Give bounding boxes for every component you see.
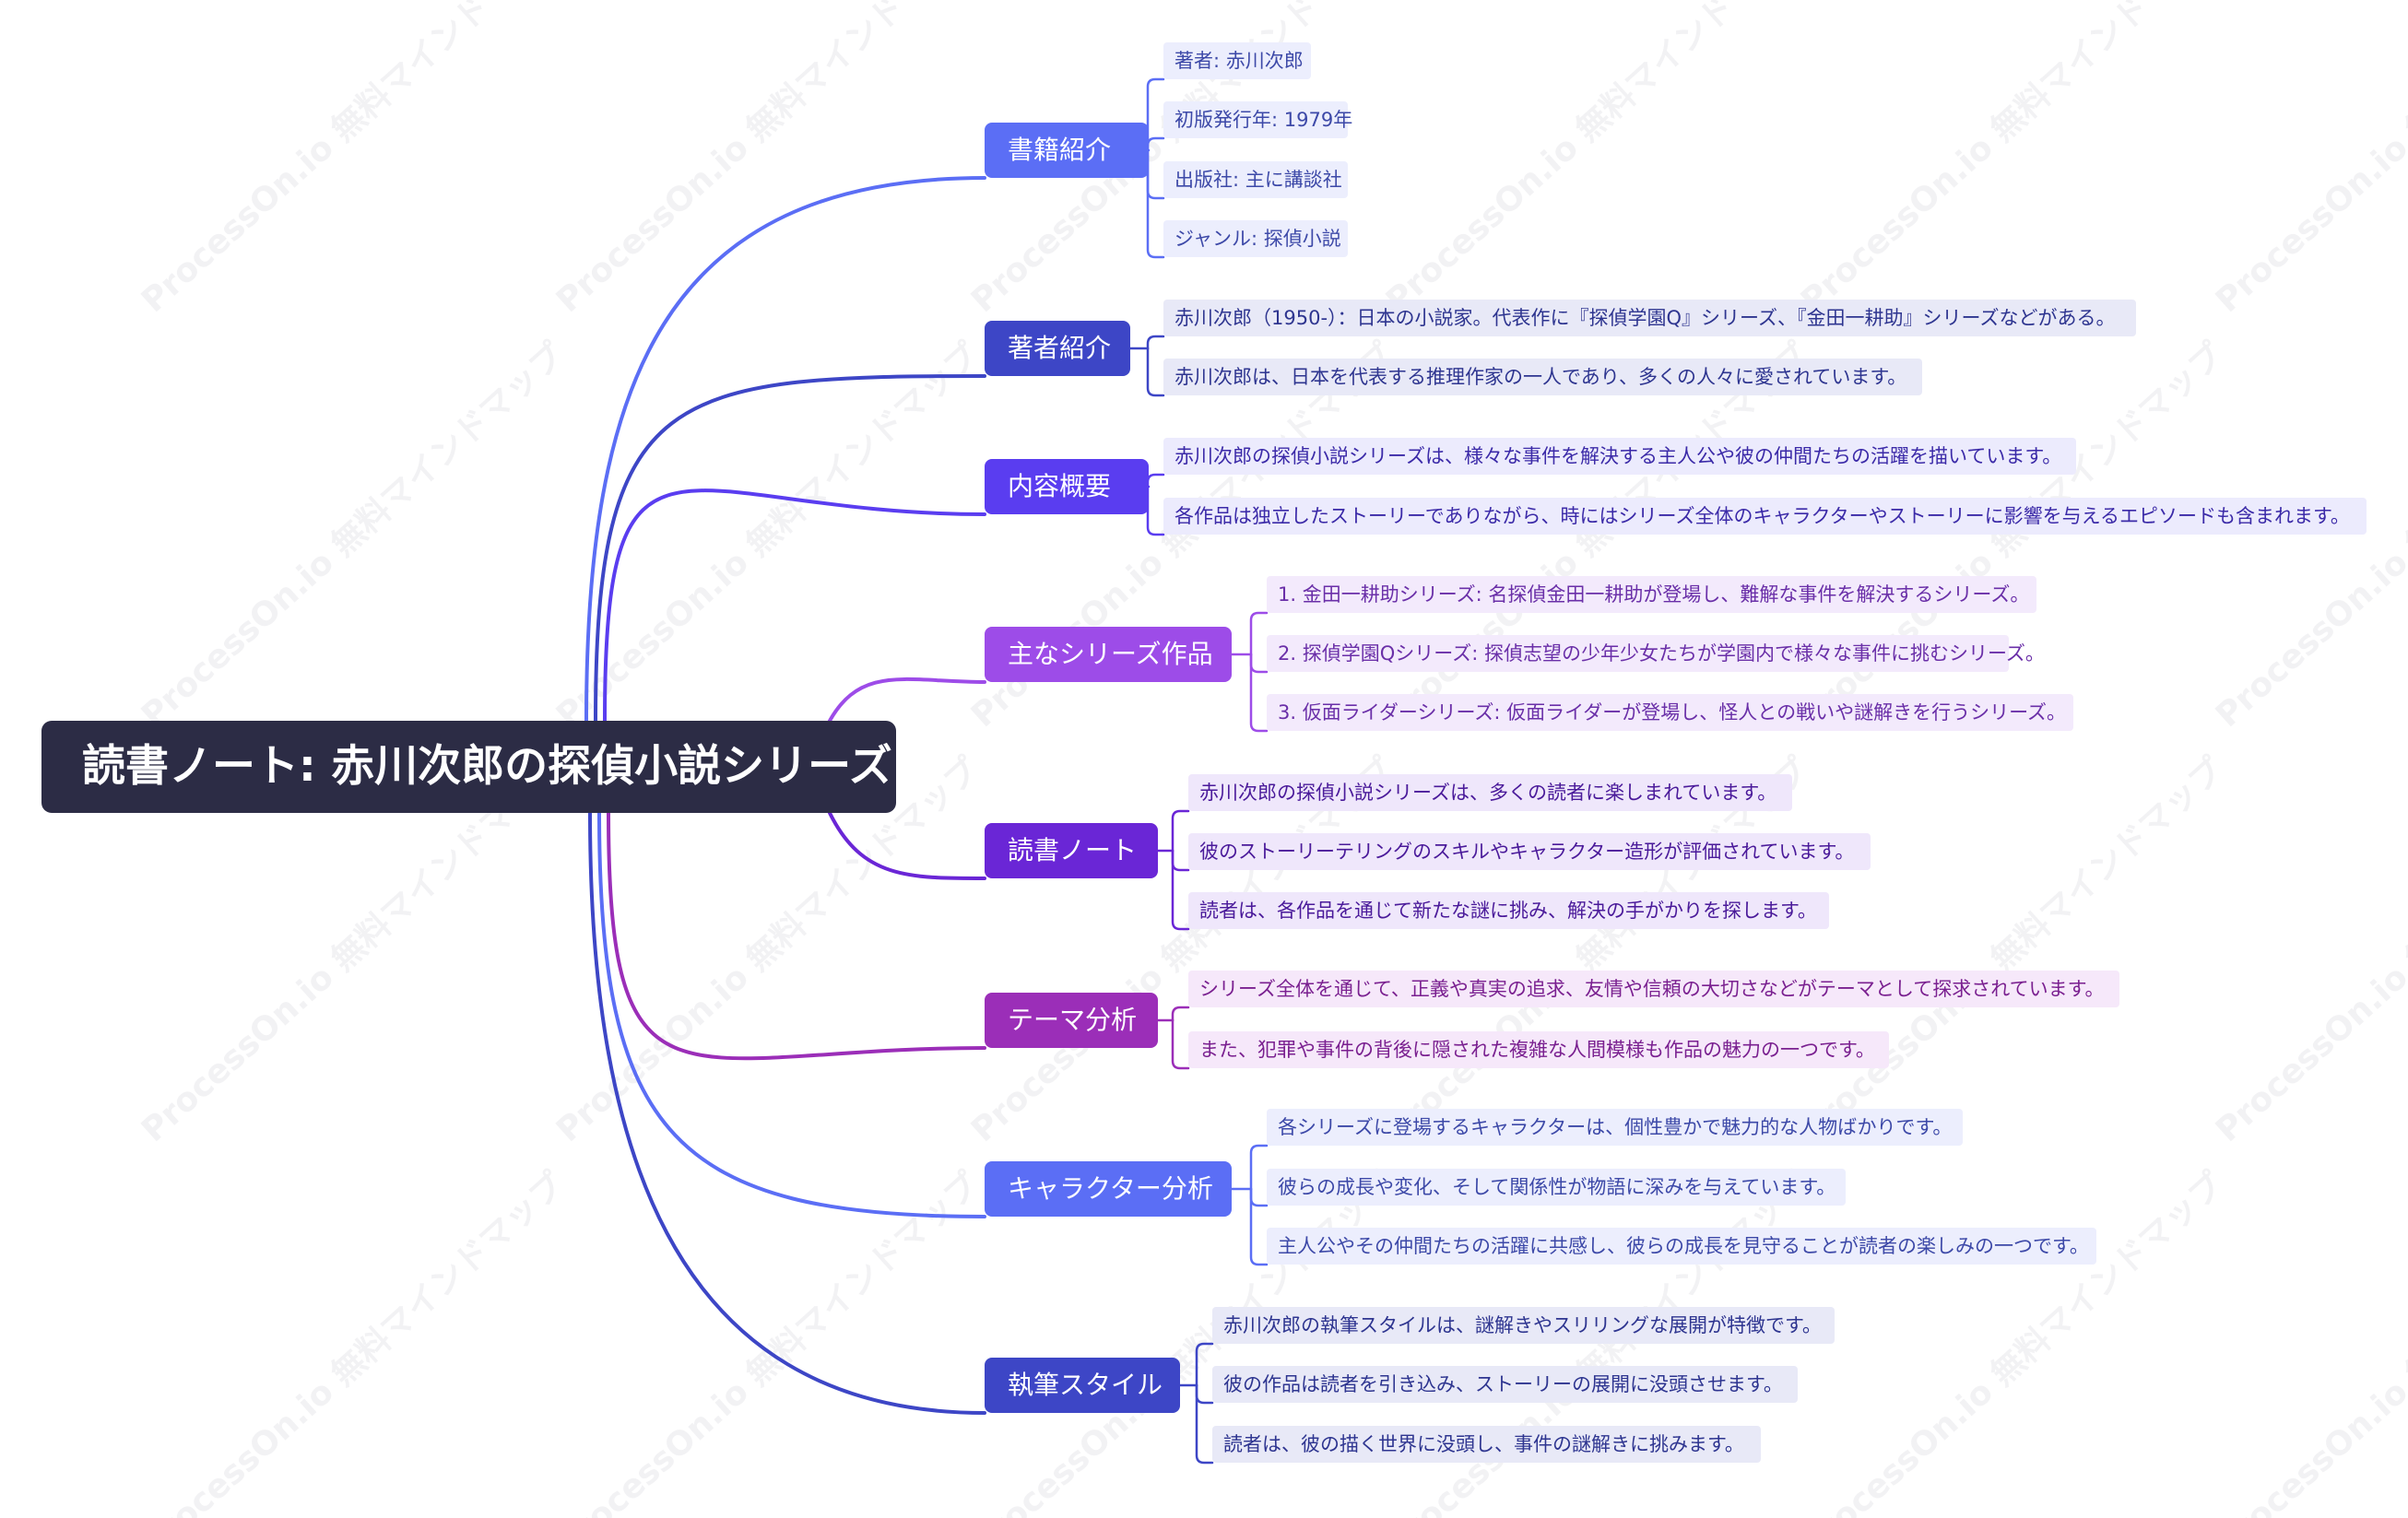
leaf-topic[interactable]: 主人公やその仲間たちの活躍に共感し、彼らの成長を見守ることが読者の楽しみの一つで… — [1267, 1228, 2096, 1265]
leaf-topic[interactable]: 彼の作品は読者を引き込み、ストーリーの展開に没頭させます。 — [1212, 1366, 1798, 1403]
leaf-topic[interactable]: 彼らの成長や変化、そして関係性が物語に深みを与えています。 — [1267, 1169, 1846, 1206]
leaf-topic[interactable]: 赤川次郎の探偵小説シリーズは、多くの読者に楽しまれています。 — [1188, 774, 1792, 811]
leaf-topic[interactable]: また、犯罪や事件の背後に隠された複雑な人間模様も作品の魅力の一つです。 — [1188, 1031, 1889, 1068]
branch-topic[interactable]: 読書ノート — [985, 823, 1158, 878]
leaf-topic[interactable]: 赤川次郎（1950-）：日本の小説家。代表作に『探偵学園Q』シリーズ、『金田一耕… — [1163, 300, 2136, 336]
branch-connector — [603, 488, 986, 723]
leaf-topic[interactable]: ジャンル: 探偵小説 — [1163, 220, 1348, 257]
leaf-topic[interactable]: シリーズ全体を通じて、正義や真実の追求、友情や信頼の大切さなどがテーマとして探求… — [1188, 971, 2119, 1007]
branch-topic[interactable]: 著者紹介 — [985, 321, 1130, 376]
leaf-topic[interactable]: 彼のストーリーテリングのスキルやキャラクター造形が評価されています。 — [1188, 833, 1871, 870]
root-topic[interactable]: 読書ノート: 赤川次郎の探偵小説シリーズ — [41, 721, 896, 813]
branch-connector — [828, 811, 986, 880]
leaf-topic[interactable]: 初版発行年: 1979年 — [1163, 101, 1352, 138]
branch-connector — [584, 176, 986, 723]
leaf-topic[interactable]: 3. 仮面ライダーシリーズ: 仮面ライダーが登場し、怪人との戦いや謎解きを行うシ… — [1267, 694, 2073, 731]
branch-topic[interactable]: テーマ分析 — [985, 993, 1158, 1048]
leaf-topic[interactable]: 出版社: 主に講談社 — [1163, 161, 1348, 198]
branch-connector — [594, 374, 986, 723]
leaf-topic[interactable]: 赤川次郎の執筆スタイルは、謎解きやスリリングな展開が特徴です。 — [1212, 1307, 1835, 1344]
branch-topic[interactable]: 執筆スタイル — [985, 1358, 1180, 1413]
leaf-topic[interactable]: 赤川次郎の探偵小説シリーズは、様々な事件を解決する主人公や彼の仲間たちの活躍を描… — [1163, 438, 2076, 475]
leaf-topic[interactable]: 各シリーズに登場するキャラクターは、個性豊かで魅力的な人物ばかりです。 — [1267, 1109, 1963, 1146]
branch-topic[interactable]: 主なシリーズ作品 — [985, 627, 1232, 682]
branch-topic[interactable]: 書籍紹介 — [985, 123, 1149, 178]
branch-connector — [597, 811, 986, 1218]
leaf-topic[interactable]: 赤川次郎は、日本を代表する推理作家の一人であり、多くの人々に愛されています。 — [1163, 359, 1922, 395]
branch-connector — [828, 677, 986, 723]
branch-connector — [588, 811, 986, 1415]
leaf-topic[interactable]: 2. 探偵学園Qシリーズ: 探偵志望の少年少女たちが学園内で様々な事件に挑むシリ… — [1267, 635, 2045, 672]
branch-topic[interactable]: キャラクター分析 — [985, 1161, 1232, 1217]
branch-connector — [607, 811, 986, 1061]
leaf-topic[interactable]: 各作品は独立したストーリーでありながら、時にはシリーズ全体のキャラクターやストー… — [1163, 498, 2367, 535]
leaf-topic[interactable]: 1. 金田一耕助シリーズ: 名探偵金田一耕助が登場し、難解な事件を解決するシリー… — [1267, 576, 2036, 613]
branch-topic[interactable]: 内容概要 — [985, 459, 1149, 514]
leaf-topic[interactable]: 読者は、各作品を通じて新たな謎に挑み、解決の手がかりを探します。 — [1188, 892, 1829, 929]
leaf-topic[interactable]: 読者は、彼の描く世界に没頭し、事件の謎解きに挑みます。 — [1212, 1426, 1761, 1463]
leaf-topic[interactable]: 著者: 赤川次郎 — [1163, 42, 1311, 79]
